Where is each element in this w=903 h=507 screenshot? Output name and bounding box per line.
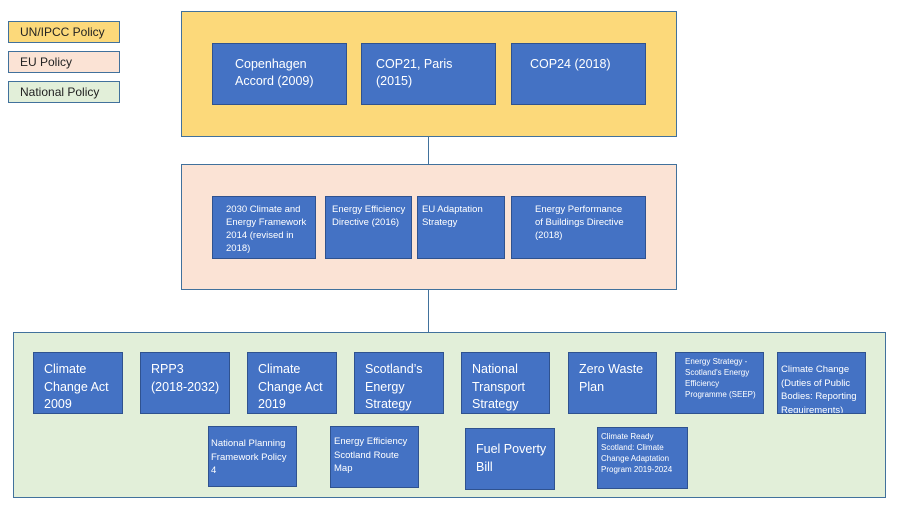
- policy-box-fuel-poverty-bill: Fuel Poverty Bill: [465, 428, 555, 490]
- policy-box-scotland-energy-strategy: Scotland’s Energy Strategy: [354, 352, 444, 414]
- legend-eu-label: EU Policy: [20, 55, 73, 69]
- policy-label: EU Adaptation Strategy: [422, 204, 483, 228]
- legend-eu: EU Policy: [8, 51, 120, 73]
- policy-box-national-transport-strategy: National Transport Strategy: [461, 352, 550, 414]
- policy-label: Energy Efficiency Scotland Route Map: [334, 436, 408, 474]
- policy-box-cop24: COP24 (2018): [511, 43, 646, 105]
- policy-box-climate-ready-scotland: Climate Ready Scotland: Climate Change A…: [597, 427, 688, 489]
- policy-box-climate-change-act-2009: Climate Change Act 2009: [33, 352, 123, 414]
- policy-label: Scotland’s Energy Strategy: [365, 362, 423, 411]
- policy-label: 2030 Climate and Energy Framework 2014 (…: [226, 204, 307, 254]
- policy-box-buildings-directive: Energy Performance of Buildings Directiv…: [511, 196, 646, 259]
- policy-label: National Planning Framework Policy 4: [211, 438, 287, 476]
- policy-box-eu-adaptation: EU Adaptation Strategy: [417, 196, 505, 259]
- policy-label: COP24 (2018): [530, 57, 611, 71]
- policy-box-energy-efficiency-directive: Energy Efficiency Directive (2016): [325, 196, 412, 259]
- policy-box-rpp3: RPP3 (2018-2032): [140, 352, 230, 414]
- policy-label: Energy Efficiency Directive (2016): [332, 204, 406, 228]
- policy-label: Climate Change Act 2009: [44, 362, 109, 411]
- legend-national-label: National Policy: [20, 85, 100, 99]
- policy-label: Zero Waste Plan: [579, 362, 644, 394]
- policy-box-2030-framework: 2030 Climate and Energy Framework 2014 (…: [212, 196, 316, 259]
- policy-label: COP21, Paris (2015): [376, 57, 453, 88]
- policy-box-copenhagen: Copenhagen Accord (2009): [212, 43, 347, 105]
- policy-label: Energy Performance of Buildings Directiv…: [535, 204, 624, 241]
- policy-label: Climate Ready Scotland: Climate Change A…: [601, 432, 673, 474]
- policy-box-cop21: COP21, Paris (2015): [361, 43, 496, 105]
- policy-label: Copenhagen Accord (2009): [235, 57, 314, 88]
- legend-un-label: UN/IPCC Policy: [20, 25, 105, 39]
- policy-label: Fuel Poverty Bill: [476, 442, 547, 474]
- policy-label: Climate Change (Duties of Public Bodies:…: [781, 364, 857, 414]
- policy-box-duties-public-bodies: Climate Change (Duties of Public Bodies:…: [777, 352, 866, 414]
- policy-label: Climate Change Act 2019: [258, 362, 323, 411]
- policy-box-energy-efficiency-route-map: Energy Efficiency Scotland Route Map: [330, 426, 419, 488]
- policy-label: Energy Strategy - Scotland's Energy Effi…: [685, 357, 756, 399]
- policy-box-climate-change-act-2019: Climate Change Act 2019: [247, 352, 337, 414]
- policy-box-seep: Energy Strategy - Scotland's Energy Effi…: [675, 352, 764, 414]
- policy-label: RPP3 (2018-2032): [151, 362, 220, 394]
- legend-national: National Policy: [8, 81, 120, 103]
- connector-eu-national: [428, 290, 429, 332]
- policy-label: National Transport Strategy: [472, 362, 526, 411]
- connector-un-eu: [428, 137, 429, 164]
- policy-box-national-planning-framework: National Planning Framework Policy 4: [208, 426, 297, 487]
- legend-un-ipcc: UN/IPCC Policy: [8, 21, 120, 43]
- policy-box-zero-waste-plan: Zero Waste Plan: [568, 352, 657, 414]
